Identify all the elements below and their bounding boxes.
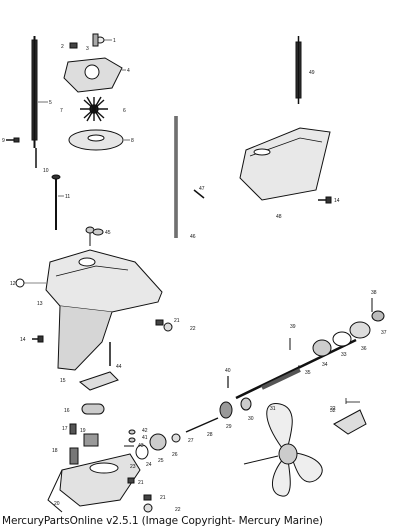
callout-35: 35 [305,370,311,376]
propeller-nut-part [333,398,367,435]
callout-44: 44 [116,364,122,370]
callout-9: 9 [2,138,5,144]
rod-part-49 [295,36,302,104]
callout-2: 2 [61,44,64,50]
nut-washer-parts-21-22 [127,319,173,513]
callout-23: 23 [130,464,136,470]
callout-6: 6 [123,108,126,114]
callout-31: 31 [270,406,276,412]
shift-rod-part [35,148,64,230]
washer-part-45 [92,228,104,236]
callout-49: 49 [309,70,315,76]
callout-22b: 22 [175,507,181,513]
shift-shaft-part [174,116,205,238]
callout-21c: 21 [160,495,166,501]
propeller-part [243,403,323,497]
callout-12: 12 [10,281,16,287]
callout-22c: 22 [330,406,336,412]
callout-45: 45 [105,230,111,236]
small-parts-41-43 [124,429,136,447]
callout-27: 27 [188,438,194,444]
callout-39: 39 [290,324,296,330]
callout-34: 34 [322,362,328,368]
callout-7: 7 [60,108,63,114]
callout-19: 19 [80,428,86,434]
impeller-part [80,96,108,122]
callout-25: 25 [158,458,164,464]
pump-base-plate-part [68,129,130,151]
callout-26: 26 [172,452,178,458]
callout-5: 5 [49,100,52,106]
drive-shaft-part [31,36,48,148]
copyright-caption: MercuryPartsOnline v2.5.1 (Image Copyrig… [2,515,323,527]
callout-37: 37 [381,330,387,336]
callout-48: 48 [276,214,282,220]
callout-labels: 1 2 3 4 5 6 7 8 9 10 11 12 13 14 14 15 1… [2,38,387,513]
callout-28: 28 [207,432,213,438]
callout-10: 10 [43,168,49,174]
exhaust-housing-part [239,127,332,204]
callout-14b: 14 [334,198,340,204]
callout-40: 40 [225,368,231,374]
callout-17: 17 [62,426,68,432]
callout-14a: 14 [20,337,26,343]
callout-20: 20 [54,501,60,507]
callout-21b: 21 [138,480,144,486]
callout-43: 43 [138,443,144,449]
callout-3: 3 [86,46,89,52]
callout-33: 33 [341,352,347,358]
propeller-shaft-part [135,298,385,460]
lower-gear-case-part [47,371,141,513]
callout-4: 4 [127,68,130,74]
water-pump-housing-part [63,33,126,93]
callout-41: 41 [142,435,148,441]
callout-30: 30 [248,416,254,422]
callout-36: 36 [361,346,367,352]
callout-29: 29 [226,424,232,430]
callout-21a: 21 [174,318,180,324]
screw-part-9 [6,137,20,143]
callout-46: 46 [190,234,196,240]
callout-15: 15 [60,378,66,384]
callout-42: 42 [142,428,148,434]
callout-18: 18 [52,448,58,454]
callout-32: 32 [330,408,336,414]
callout-1: 1 [113,38,116,44]
callout-13: 13 [37,301,43,307]
callout-47: 47 [199,186,205,192]
callout-24: 24 [146,462,152,468]
gear-housing-part [15,226,163,371]
callout-16: 16 [64,408,70,414]
callout-8: 8 [131,138,134,144]
callout-11: 11 [65,194,70,200]
callout-38: 38 [371,290,377,296]
callout-22a: 22 [190,326,196,332]
